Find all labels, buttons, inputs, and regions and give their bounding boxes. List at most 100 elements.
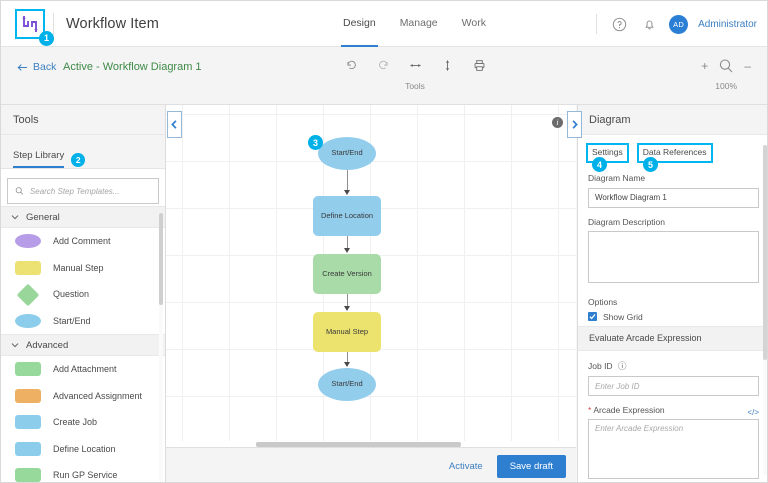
step-item-start-end[interactable]: Start/End [1, 308, 165, 335]
redo-icon[interactable] [373, 55, 393, 75]
flip-horizontal-icon[interactable] [405, 55, 425, 75]
arcade-expression-textarea[interactable] [588, 419, 759, 479]
tab-settings[interactable]: Settings [586, 143, 629, 163]
right-panel-tabs: Settings Data References 4 5 [578, 135, 767, 172]
show-grid-checkbox[interactable] [588, 312, 597, 321]
undo-icon[interactable] [341, 55, 361, 75]
print-icon[interactable] [469, 55, 489, 75]
shape-rect-blue [15, 415, 41, 430]
magnifier-icon[interactable] [716, 56, 736, 76]
group-header-advanced[interactable]: Advanced [1, 334, 165, 356]
scrollbar-thumb[interactable] [763, 145, 767, 360]
tools-label: Tools [405, 81, 425, 91]
save-draft-button[interactable]: Save draft [496, 454, 566, 478]
step-item-add-comment[interactable]: Add Comment [1, 228, 165, 255]
diagram-node-define-location[interactable]: Define Location [313, 196, 381, 236]
connector-arrow-3 [344, 306, 350, 311]
step-item-run-gp-service[interactable]: Run GP Service [1, 462, 165, 482]
check-icon [589, 313, 596, 320]
user-name[interactable]: Administrator [698, 18, 757, 30]
chevron-down-icon [11, 215, 19, 220]
required-marker: * [588, 405, 592, 415]
search-icon [15, 187, 24, 195]
activate-button[interactable]: Activate [448, 460, 483, 472]
shape-rect-orange [15, 388, 41, 403]
tab-step-library[interactable]: Step Library [13, 150, 65, 168]
connector-arrow-2 [344, 248, 350, 253]
step-item-create-job[interactable]: Create Job [1, 409, 165, 436]
diagram-description-textarea[interactable] [588, 230, 759, 283]
zoom-in-button[interactable]: + [701, 59, 709, 73]
back-button[interactable]: Back [17, 61, 56, 73]
scrollbar-thumb[interactable] [159, 213, 163, 305]
search-input[interactable] [29, 186, 151, 196]
right-panel-collapse-handle[interactable] [567, 111, 582, 138]
connector-3 [347, 294, 348, 307]
nav-tab-work[interactable]: Work [461, 17, 486, 29]
tools-icons [341, 55, 489, 75]
callout-badge-4: 4 [592, 157, 607, 172]
connector-1 [347, 170, 348, 191]
shape-diamond-green [16, 283, 40, 307]
flip-vertical-icon[interactable] [437, 55, 457, 75]
zoom-out-button[interactable]: – [744, 59, 751, 73]
field-diagram-name: Diagram Name [588, 173, 759, 208]
left-panel-scrollbar[interactable] [159, 213, 163, 482]
zoom-controls: + – [701, 55, 751, 77]
chevron-left-icon [171, 120, 177, 129]
diagram-name-input[interactable] [588, 187, 759, 208]
group-label-advanced: Advanced [26, 339, 69, 351]
breadcrumb: Active - Workflow Diagram 1 [63, 61, 202, 73]
info-circle-icon[interactable]: ⓘ [617, 360, 627, 371]
step-label: Run GP Service [53, 470, 118, 481]
back-label: Back [33, 61, 57, 73]
left-tools-panel: Tools Step Library 2 General Add Commen [1, 105, 166, 482]
options-label: Options [588, 296, 618, 307]
shape-rect-green [15, 468, 41, 482]
header-actions-divider [596, 14, 598, 34]
diagram-canvas[interactable]: Start/End Define Location Create Version… [166, 105, 576, 482]
canvas-info-icon[interactable]: i [552, 117, 563, 128]
tab-data-references[interactable]: Data References [636, 143, 713, 163]
show-grid-checkbox-row[interactable]: Show Grid [588, 312, 759, 322]
canvas-horizontal-scrollbar[interactable] [166, 441, 576, 447]
step-label: Add Comment [53, 236, 111, 247]
diagram-node-manual-step[interactable]: Manual Step [313, 312, 381, 352]
app-logo-button[interactable]: 1 [15, 8, 54, 46]
step-label: Question [53, 289, 90, 300]
help-circle-icon[interactable] [609, 14, 629, 34]
callout-badge-5: 5 [643, 157, 658, 172]
arrow-left-icon [17, 63, 27, 71]
canvas-footer: Activate Save draft [166, 447, 576, 482]
step-library-list[interactable]: General Add Comment Manual Step Question… [1, 206, 165, 482]
search-step-templates[interactable] [7, 178, 159, 204]
diagram-description-label: Diagram Description [588, 216, 665, 227]
field-job-id: Job ID ⓘ [588, 360, 759, 396]
nav-tab-manage[interactable]: Manage [399, 17, 438, 29]
diagram-node-create-version[interactable]: Create Version [313, 254, 381, 294]
chevron-right-icon [572, 120, 578, 129]
nav-tab-design[interactable]: Design [341, 1, 378, 47]
show-grid-label: Show Grid [603, 311, 643, 322]
group-label-general: General [26, 211, 60, 223]
tools-cluster: Tools [341, 55, 489, 91]
bell-icon[interactable] [639, 14, 659, 34]
step-item-manual-step[interactable]: Manual Step [1, 255, 165, 282]
right-panel-scrollbar[interactable] [763, 145, 767, 475]
diagram-node-start-end-top[interactable]: Start/End [318, 137, 376, 170]
left-panel-collapse-handle[interactable] [167, 111, 182, 138]
code-brackets-icon[interactable]: </> [747, 407, 759, 417]
diagram-node-start-end-bottom[interactable]: Start/End [318, 368, 376, 401]
step-item-add-attachment[interactable]: Add Attachment [1, 356, 165, 383]
arcade-label-text: Arcade Expression [593, 405, 665, 415]
step-item-advanced-assignment[interactable]: Advanced Assignment [1, 383, 165, 410]
job-id-label-row: Job ID ⓘ [588, 360, 759, 372]
scrollbar-thumb[interactable] [256, 442, 461, 447]
group-header-general[interactable]: General [1, 206, 165, 228]
step-item-question[interactable]: Question [1, 281, 165, 308]
step-item-define-location[interactable]: Define Location [1, 436, 165, 463]
avatar[interactable]: AD [669, 14, 689, 34]
zoom-cluster: + – 100% [701, 55, 751, 91]
job-id-input[interactable] [588, 376, 759, 396]
workflow-loop-icon [22, 15, 38, 32]
